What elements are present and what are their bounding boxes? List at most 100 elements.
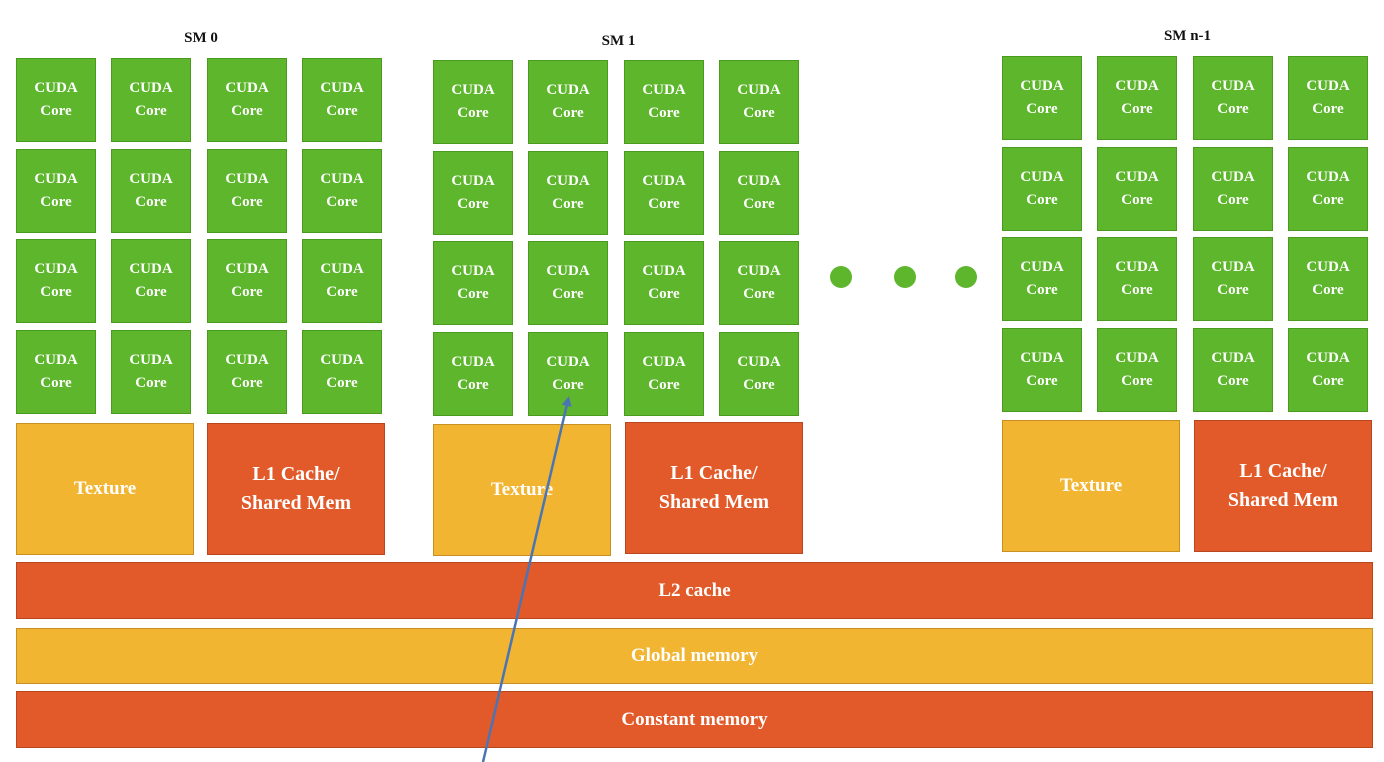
cuda-core-line2: Core	[1121, 282, 1153, 298]
texture-block: Texture	[433, 424, 611, 556]
cuda-core-line2: Core	[326, 375, 358, 391]
cuda-core-line1: CUDA	[546, 173, 590, 189]
l1-label-line1: L1 Cache/	[252, 463, 340, 485]
cuda-core: CUDA Core	[1097, 56, 1177, 140]
cuda-core-line1: CUDA	[451, 173, 495, 189]
cuda-core: CUDA Core	[719, 60, 799, 144]
ellipsis-dot	[894, 266, 916, 288]
cuda-core-line1: CUDA	[34, 261, 78, 277]
cuda-core: CUDA Core	[1193, 56, 1273, 140]
ellipsis-dot	[955, 266, 977, 288]
cuda-core: CUDA Core	[719, 241, 799, 325]
cuda-core-line2: Core	[648, 286, 680, 302]
cuda-core-line2: Core	[743, 196, 775, 212]
cuda-core-line1: CUDA	[1115, 78, 1159, 94]
cuda-core-line2: Core	[40, 103, 72, 119]
cuda-core-line2: Core	[1026, 192, 1058, 208]
cuda-core-line2: Core	[135, 284, 167, 300]
cuda-core-line2: Core	[1217, 282, 1249, 298]
cuda-core-line1: CUDA	[129, 80, 173, 96]
cuda-core-line1: CUDA	[546, 263, 590, 279]
cuda-core-line1: CUDA	[1211, 78, 1255, 94]
cuda-core-line2: Core	[457, 105, 489, 121]
cuda-core-line2: Core	[743, 286, 775, 302]
cuda-core-line2: Core	[40, 284, 72, 300]
cuda-core: CUDA Core	[16, 239, 96, 323]
cuda-core-line2: Core	[1312, 192, 1344, 208]
cuda-core-line1: CUDA	[737, 82, 781, 98]
cuda-core-line2: Core	[743, 105, 775, 121]
cuda-core-line1: CUDA	[737, 354, 781, 370]
cuda-core-line2: Core	[1026, 373, 1058, 389]
cuda-core: CUDA Core	[16, 149, 96, 233]
cuda-core-line1: CUDA	[451, 263, 495, 279]
cuda-core-line2: Core	[135, 375, 167, 391]
cuda-core-line1: CUDA	[1020, 169, 1064, 185]
cuda-core-line2: Core	[135, 194, 167, 210]
cuda-core-line2: Core	[40, 194, 72, 210]
cuda-core-line2: Core	[1121, 192, 1153, 208]
cuda-core-line1: CUDA	[34, 352, 78, 368]
l1-label-line2: Shared Mem	[658, 491, 770, 513]
cuda-core-line2: Core	[552, 377, 584, 393]
cuda-core-line1: CUDA	[320, 352, 364, 368]
cuda-core: CUDA Core	[302, 330, 382, 414]
l1-label-line2: Shared Mem	[240, 492, 352, 514]
cuda-core-line1: CUDA	[320, 171, 364, 187]
cuda-core-line1: CUDA	[1020, 259, 1064, 275]
cuda-core: CUDA Core	[111, 58, 191, 142]
cuda-core-line2: Core	[231, 375, 263, 391]
cuda-core: CUDA Core	[528, 60, 608, 144]
cuda-core-line2: Core	[457, 377, 489, 393]
cuda-core-line2: Core	[135, 103, 167, 119]
cuda-core-line2: Core	[1121, 101, 1153, 117]
cuda-core-line2: Core	[1312, 373, 1344, 389]
cuda-core-line2: Core	[1026, 101, 1058, 117]
l1-label-line1: L1 Cache/	[670, 462, 758, 484]
cuda-core-line2: Core	[231, 103, 263, 119]
cuda-core-line2: Core	[1217, 101, 1249, 117]
cuda-core-line2: Core	[1312, 101, 1344, 117]
cuda-core-line2: Core	[1121, 373, 1153, 389]
cuda-core-line2: Core	[743, 377, 775, 393]
cuda-core-line1: CUDA	[1306, 350, 1350, 366]
cuda-core-line1: CUDA	[129, 171, 173, 187]
cuda-core: CUDA Core	[111, 149, 191, 233]
l1-cache-block: L1 Cache/ Shared Mem	[625, 422, 803, 554]
cuda-core: CUDA Core	[719, 332, 799, 416]
cuda-core-line1: CUDA	[1115, 259, 1159, 275]
cuda-core-line1: CUDA	[737, 263, 781, 279]
cuda-core-line1: CUDA	[546, 82, 590, 98]
texture-block: Texture	[16, 423, 194, 555]
cuda-core-line2: Core	[552, 105, 584, 121]
l2-cache-bar: L2 cache	[16, 562, 1373, 619]
cuda-core-line2: Core	[1312, 282, 1344, 298]
cuda-core-line1: CUDA	[320, 80, 364, 96]
cuda-core-line2: Core	[231, 194, 263, 210]
cuda-core-line1: CUDA	[34, 80, 78, 96]
cuda-core-line2: Core	[648, 377, 680, 393]
cuda-core-line1: CUDA	[34, 171, 78, 187]
cuda-core-line2: Core	[231, 284, 263, 300]
